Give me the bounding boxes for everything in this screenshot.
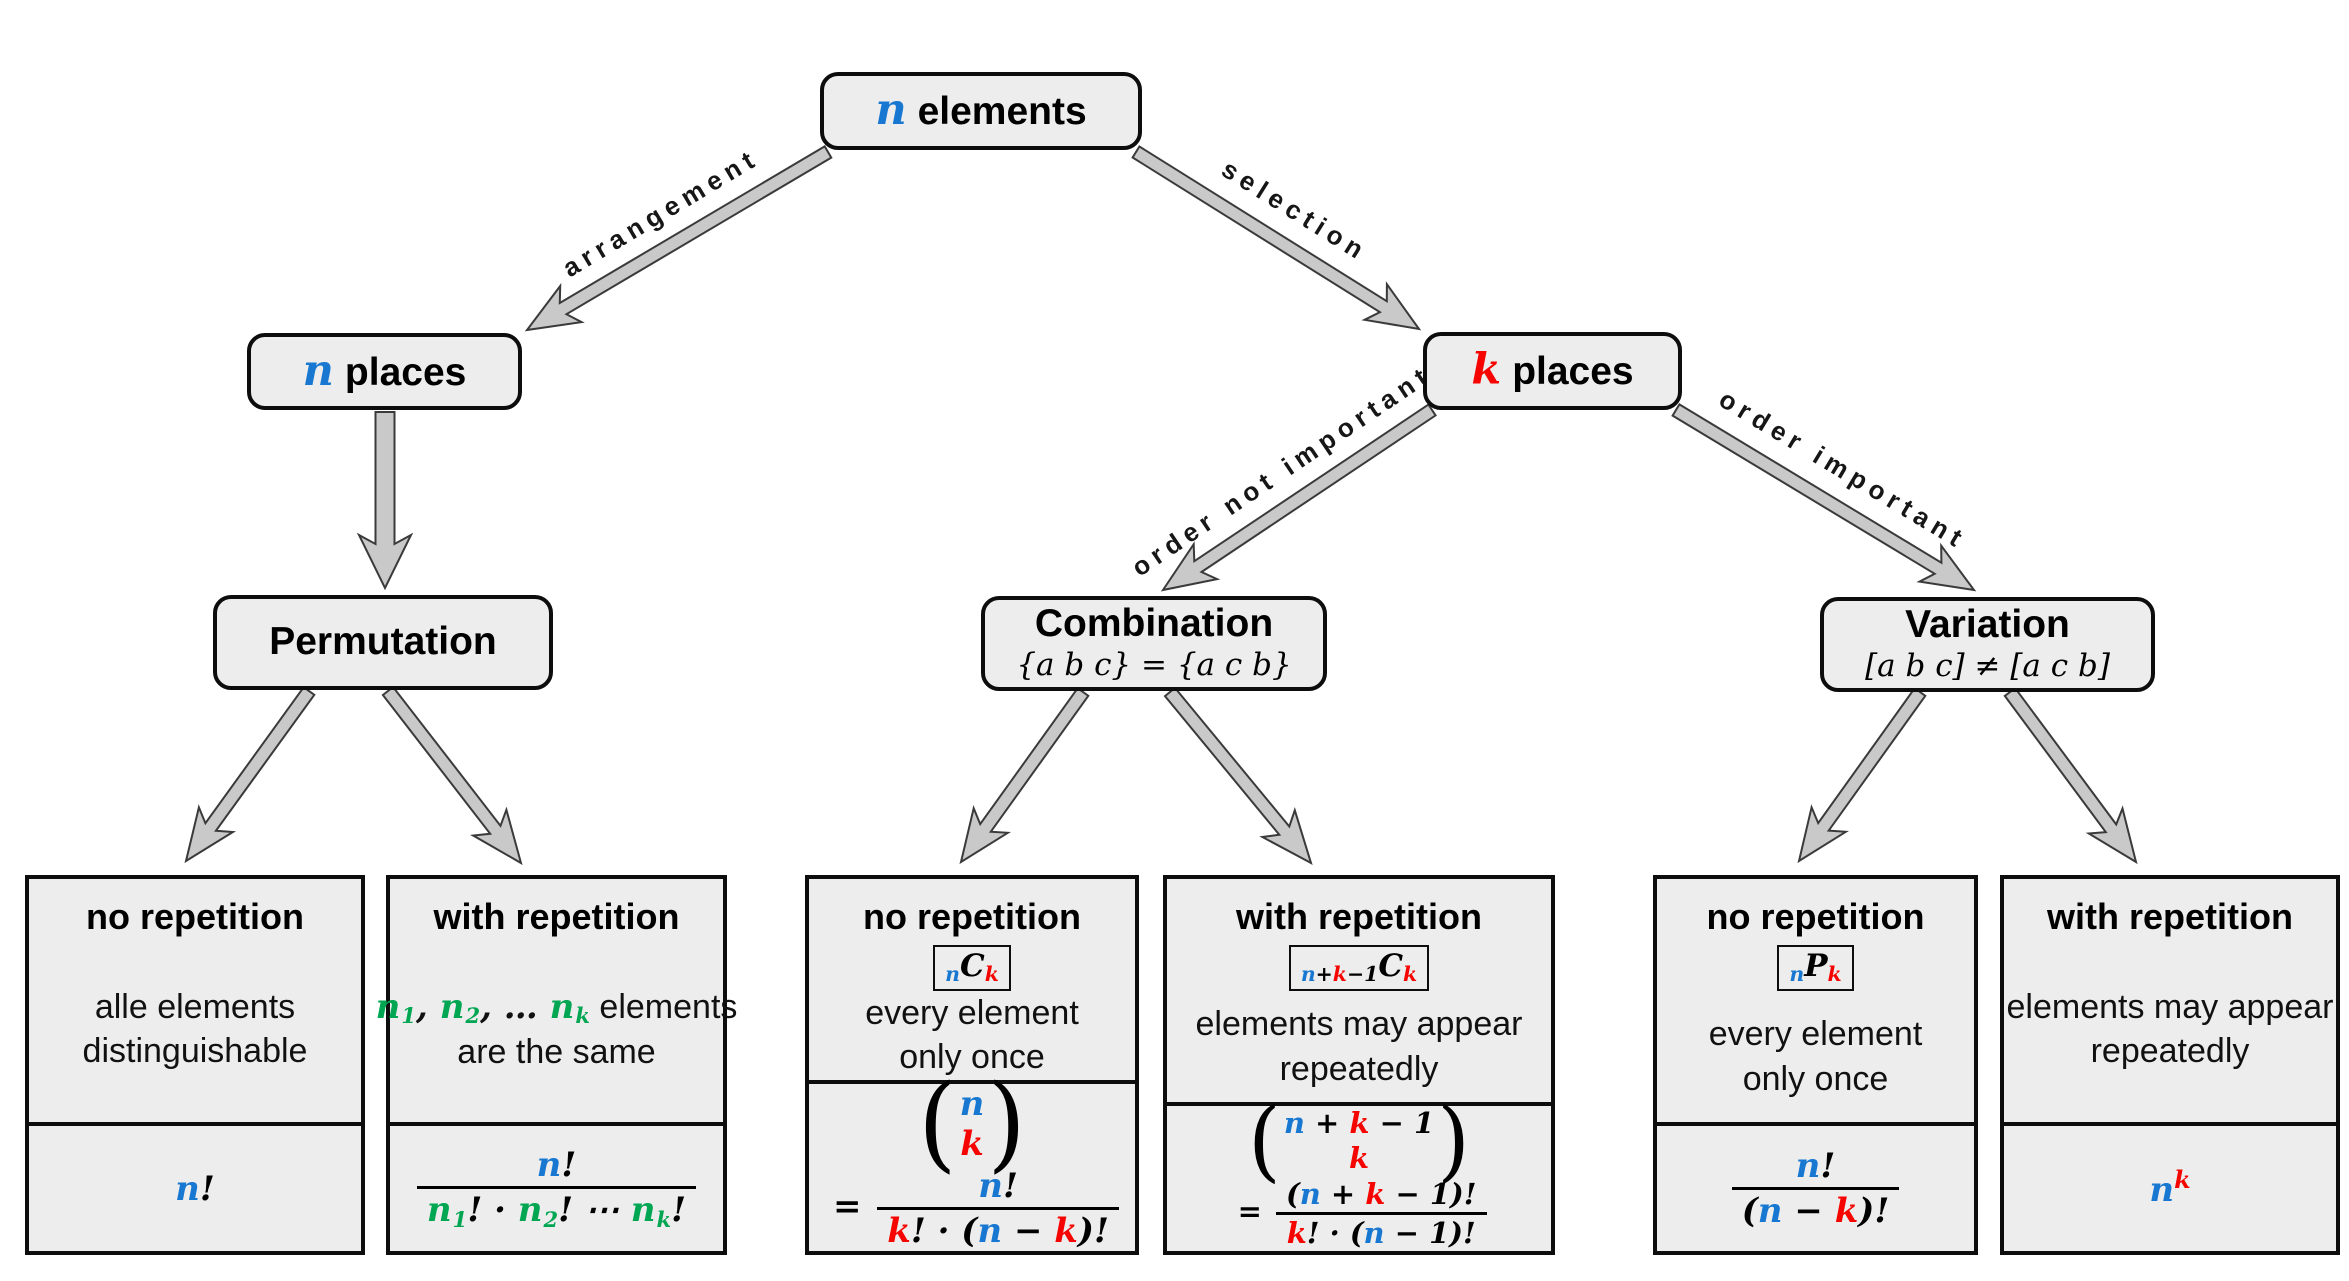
notation-badge: nPk (1777, 944, 1854, 992)
math-k: k (1471, 345, 1502, 396)
node-permutation: Permutation (213, 595, 553, 690)
flow-arrow (2003, 686, 2138, 865)
flow-arrow (184, 685, 316, 864)
leaf-title: with repetition (433, 896, 680, 937)
math-n: n (302, 345, 334, 396)
leaf-title: with repetition (2047, 896, 2293, 937)
node-variation-title: Variation (1905, 602, 2070, 646)
flow-arrow (1163, 686, 1313, 866)
leaf-formula: nk (2149, 1166, 2191, 1211)
leaf-title: no repetition (863, 896, 1081, 937)
leaf-formula: n! (175, 1168, 215, 1209)
leaf-combination-with-repetition: with repetition n+k−1Ck elements may appea… (1163, 875, 1555, 1255)
node-combination-title: Combination (1034, 601, 1274, 645)
node-k-places-label: places (1512, 350, 1634, 394)
flow-arrow (1797, 686, 1927, 864)
node-n-places-label: places (344, 350, 467, 394)
node-n-elements-label: elements (917, 90, 1087, 134)
flow-arrow (524, 145, 833, 332)
flow-arrow (959, 686, 1090, 865)
leaf-title: with repetition (1236, 896, 1482, 937)
node-variation: Variation [a b c] ≠ [a c b] (1820, 597, 2155, 692)
node-combination-subtitle: {a b c} = {a c b} (1016, 647, 1292, 684)
flow-arrow (381, 685, 523, 866)
flow-arrow (1160, 403, 1437, 592)
leaf-formula: n!n1! · n2! ⋯ nk! (413, 1144, 700, 1234)
flow-arrow (1131, 145, 1422, 331)
leaf-title: no repetition (1706, 896, 1925, 937)
flow-arrow (356, 411, 414, 591)
leaf-title: no repetition (86, 896, 304, 937)
node-combination: Combination {a b c} = {a c b} (981, 596, 1327, 691)
notation-badge: nCk (933, 944, 1011, 992)
math-n: n (875, 85, 907, 136)
leaf-formula: n!(n − k)! (1728, 1145, 1904, 1232)
node-variation-subtitle: [a b c] ≠ [a c b] (1865, 648, 2110, 685)
node-permutation-title: Permutation (269, 620, 497, 664)
notation-badge: n+k−1Ck (1288, 944, 1430, 992)
flow-arrow (1671, 403, 1977, 592)
